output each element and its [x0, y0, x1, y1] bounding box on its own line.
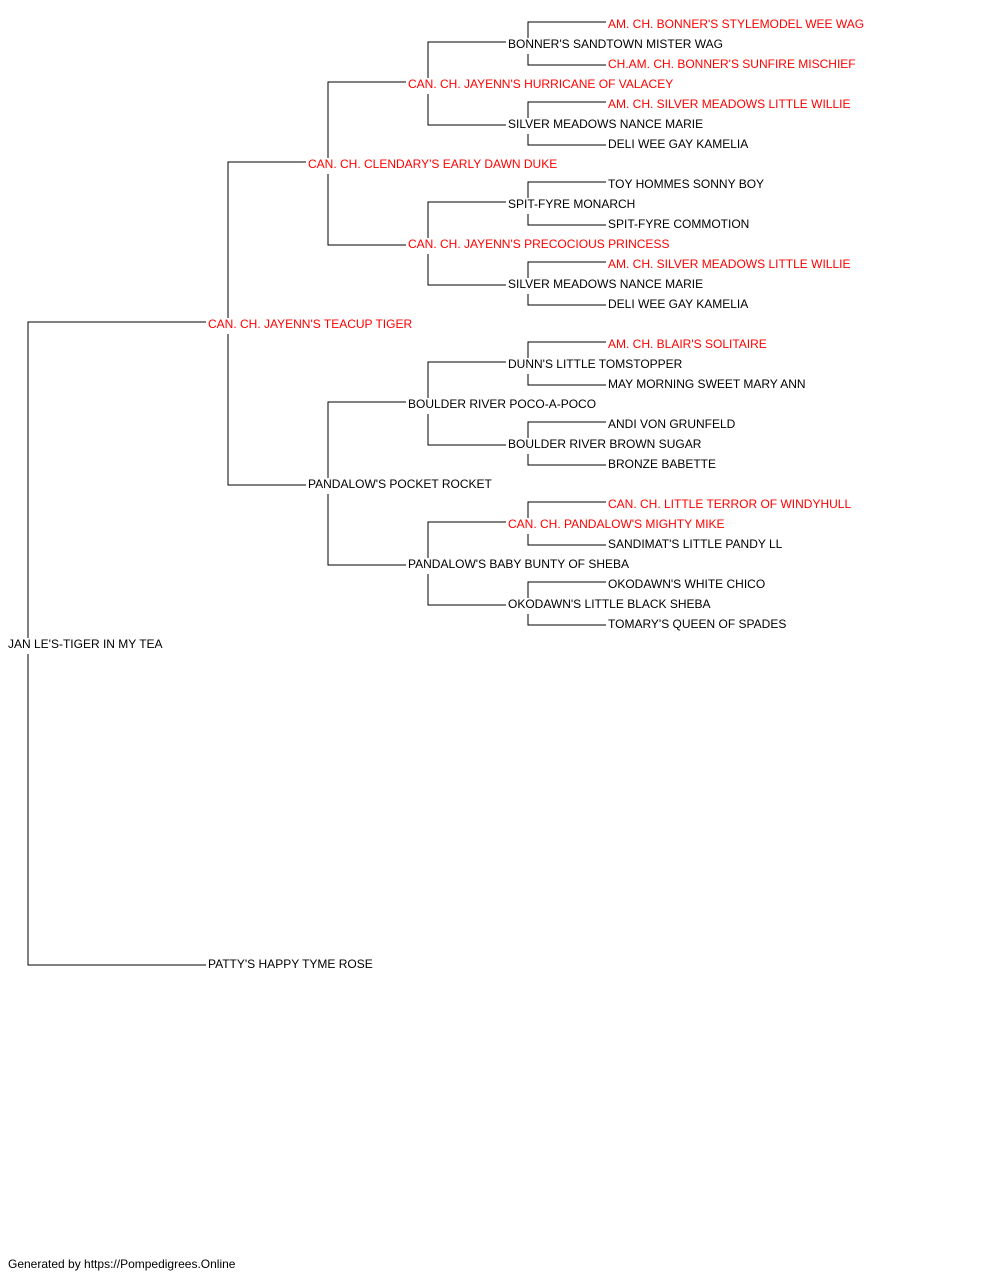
great-grandparent-name: CAN. CH. JAYENN'S HURRICANE OF VALACEY: [408, 77, 674, 91]
pedigree-connector: [527, 54, 606, 66]
gen5-ancestor-name: SILVER MEADOWS NANCE MARIE: [508, 277, 704, 291]
pedigree-connector: [427, 254, 506, 286]
gen6-ancestor-name: CH.AM. CH. BONNER'S SUNFIRE MISCHIEF: [608, 57, 856, 71]
pedigree-connector: [527, 101, 606, 118]
sire-name: CAN. CH. JAYENN'S TEACUP TIGER: [208, 317, 413, 331]
pedigree-connector: [527, 294, 606, 306]
pedigree-connector: [327, 174, 406, 246]
gen5-ancestor-name: OKODAWN'S LITTLE BLACK SHEBA: [508, 597, 711, 611]
great-grandparent-name: BOULDER RIVER POCO-A-POCO: [408, 397, 597, 411]
gen5-ancestor-name: SPIT-FYRE MONARCH: [508, 197, 636, 211]
pedigree-connector: [527, 21, 606, 38]
pedigree-connector: [427, 521, 506, 558]
gen6-ancestor-name: AM. CH. SILVER MEADOWS LITTLE WILLIE: [608, 257, 851, 271]
gen6-ancestor-name: SANDIMAT'S LITTLE PANDY LL: [608, 537, 783, 551]
gen6-ancestor-name: DELI WEE GAY KAMELIA: [608, 297, 749, 311]
pedigree-connector: [527, 614, 606, 626]
pedigree-connector: [427, 361, 506, 398]
pedigree-connector: [527, 181, 606, 198]
gen6-ancestor-name: AM. CH. BLAIR'S SOLITAIRE: [608, 337, 767, 351]
pedigree-connector: [427, 41, 506, 78]
pedigree-connector: [527, 214, 606, 226]
gen5-ancestor-name: SILVER MEADOWS NANCE MARIE: [508, 117, 704, 131]
gen6-ancestor-name: BRONZE BABETTE: [608, 457, 717, 471]
gen6-ancestor-name: ANDI VON GRUNFELD: [608, 417, 736, 431]
gen6-ancestor-name: SPIT-FYRE COMMOTION: [608, 217, 750, 231]
gen6-ancestor-name: OKODAWN'S WHITE CHICO: [608, 577, 766, 591]
great-grandparent-name: PANDALOW'S BABY BUNTY OF SHEBA: [408, 557, 630, 571]
pedigree-connector: [327, 401, 406, 478]
pedigree-connector: [527, 534, 606, 546]
gen5-ancestor-name: CAN. CH. PANDALOW'S MIGHTY MIKE: [508, 517, 725, 531]
gen5-ancestor-name: BOULDER RIVER BROWN SUGAR: [508, 437, 702, 451]
pedigree-connector: [527, 374, 606, 386]
pedigree-connector: [27, 321, 206, 638]
pedigree-connector: [527, 454, 606, 466]
pedigree-connector: [227, 334, 306, 486]
subject-dog-name: JAN LE'S-TIGER IN MY TEA: [8, 637, 163, 651]
great-grandparent-name: CAN. CH. JAYENN'S PRECOCIOUS PRINCESS: [408, 237, 670, 251]
gen6-ancestor-name: AM. CH. BONNER'S STYLEMODEL WEE WAG: [608, 17, 865, 31]
pedigree-connector: [527, 421, 606, 438]
gen6-ancestor-name: MAY MORNING SWEET MARY ANN: [608, 377, 806, 391]
gen5-ancestor-name: DUNN'S LITTLE TOMSTOPPER: [508, 357, 683, 371]
pedigree-connector: [527, 501, 606, 518]
pedigree-connector: [527, 581, 606, 598]
gen6-ancestor-name: AM. CH. SILVER MEADOWS LITTLE WILLIE: [608, 97, 851, 111]
pedigree-connector: [427, 414, 506, 446]
pedigree-connector: [527, 134, 606, 146]
dam-name: PATTY'S HAPPY TYME ROSE: [208, 957, 373, 971]
pedigree-connector: [427, 574, 506, 606]
pedigree-connector: [27, 654, 206, 966]
pedigree-connector: [527, 261, 606, 278]
gen5-ancestor-name: BONNER'S SANDTOWN MISTER WAG: [508, 37, 723, 51]
gen6-ancestor-name: CAN. CH. LITTLE TERROR OF WINDYHULL: [608, 497, 852, 511]
gen6-ancestor-name: TOY HOMMES SONNY BOY: [608, 177, 765, 191]
pedigree-connector: [327, 81, 406, 158]
pedigree-connector: [227, 161, 306, 318]
generated-by-footer: Generated by https://Pompedigrees.Online: [8, 1257, 236, 1271]
pedigree-connector: [527, 341, 606, 358]
pedigree-connector: [327, 494, 406, 566]
gen6-ancestor-name: DELI WEE GAY KAMELIA: [608, 137, 749, 151]
pedigree-connector: [427, 201, 506, 238]
grandparent-name: PANDALOW'S POCKET ROCKET: [308, 477, 492, 491]
gen6-ancestor-name: TOMARY'S QUEEN OF SPADES: [608, 617, 787, 631]
grandparent-name: CAN. CH. CLENDARY'S EARLY DAWN DUKE: [308, 157, 558, 171]
pedigree-connector: [427, 94, 506, 126]
